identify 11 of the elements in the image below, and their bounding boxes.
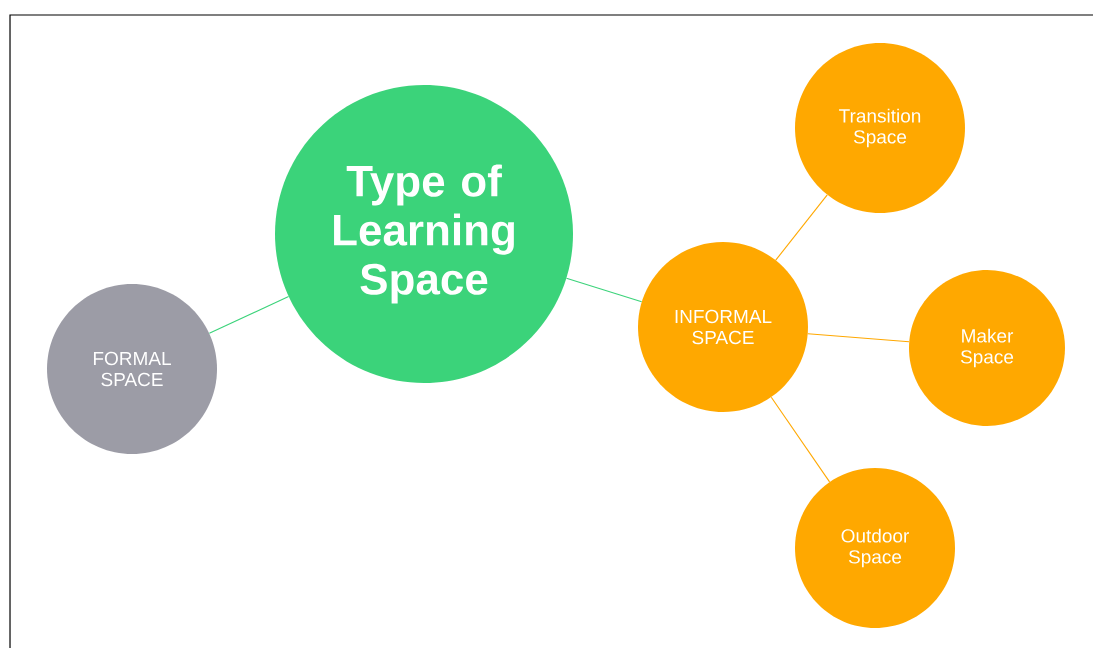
connector-line [775, 194, 828, 261]
connector-line [770, 396, 831, 483]
connector-line [208, 296, 290, 334]
connector-line [565, 277, 643, 303]
connector-line [807, 333, 910, 343]
circle-node: INFORMAL SPACE [638, 242, 808, 412]
circle-node: Transition Space [795, 43, 965, 213]
circle-node: Type of Learning Space [275, 85, 573, 383]
circle-node: Maker Space [909, 270, 1065, 426]
circle-node: FORMAL SPACE [47, 284, 217, 454]
circle-node: Outdoor Space [795, 468, 955, 628]
